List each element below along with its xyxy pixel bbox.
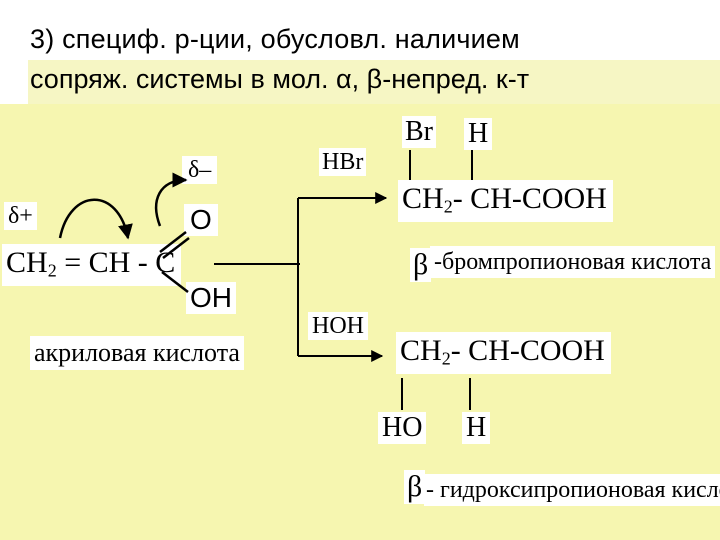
- reagent-hbr: HBr: [319, 148, 367, 176]
- product-top-h: H: [464, 118, 493, 150]
- delta-plus-label: δ+: [4, 202, 37, 230]
- product-top-ch2-subscript: 2: [443, 196, 453, 217]
- reactant-formula: CH2 = CH - C: [2, 244, 182, 286]
- title-line-1: 3) специф. р-ции, обусловл. наличием: [30, 24, 520, 54]
- product-top-formula: CH2- CH-COOH: [398, 180, 613, 222]
- reactant-ch2: CH: [6, 246, 48, 279]
- reactant-ch2-subscript: 2: [47, 260, 57, 281]
- product-top-br: Br: [402, 116, 436, 148]
- product-bottom-name: - гидроксипропионовая кислота: [424, 474, 720, 506]
- hydroxyl-group: OH: [186, 282, 236, 314]
- carbonyl-oxygen: O: [184, 204, 218, 236]
- reactant-name: акриловая кислота: [30, 336, 244, 370]
- title-band: [28, 60, 720, 106]
- delta-minus-label: δ–: [182, 156, 218, 184]
- product-top-ch2: CH: [402, 182, 444, 215]
- reactant-carbon: C: [155, 246, 176, 279]
- product-top-chain: - CH-COOH: [452, 182, 607, 215]
- product-bottom-h: H: [462, 412, 491, 444]
- product-bottom-ch2: CH: [400, 334, 442, 367]
- title-line-2: сопряж. системы в мол. α, β-непред. к-т: [30, 64, 530, 94]
- reactant-chain: = CH -: [56, 246, 156, 279]
- reagent-hoh: HOH: [308, 312, 368, 340]
- product-bottom-beta: β: [404, 470, 426, 504]
- product-top-beta: β: [410, 248, 432, 282]
- product-bottom-ho: HO: [378, 412, 427, 444]
- product-bottom-formula: CH2- CH-COOH: [396, 332, 611, 374]
- product-bottom-chain: - CH-COOH: [450, 334, 605, 367]
- product-top-name: -бромпропионовая кислота: [430, 246, 716, 278]
- product-bottom-ch2-subscript: 2: [441, 348, 451, 369]
